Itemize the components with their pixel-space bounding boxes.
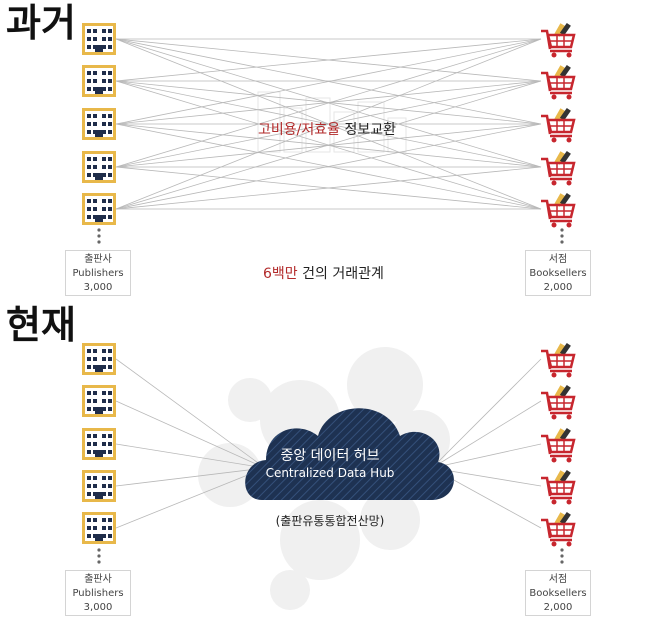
booksellers-label-en: Booksellers [529,268,587,279]
data-hub-cloud [245,408,454,500]
spoke-line [115,467,266,529]
publishers-box-past: 출판사 Publishers 3,000 [65,250,131,296]
spoke-line [431,358,542,469]
booksellers-box-present: 서점 Booksellers 2,000 [525,570,591,616]
publishers-label-ko: 출판사 [84,254,112,265]
spoke-line [115,358,266,469]
publishers-count: 3,000 [83,602,113,613]
past-heading: 과거 [6,1,76,45]
spoke-line [431,400,542,469]
booksellers-label-ko: 서점 [548,254,568,265]
booksellers-box-past: 서점 Booksellers 2,000 [525,250,591,296]
vertical-ellipsis-icon [97,548,101,564]
building-icon [82,343,116,375]
building-icon [82,65,116,97]
spoke-line [115,443,266,469]
vertical-ellipsis-icon [560,548,564,564]
connection-line [115,123,542,168]
connection-line [115,80,542,125]
connection-line [115,166,542,210]
shopping-cart-icon [541,64,576,100]
connection-line [115,38,542,125]
booksellers-column-past [541,22,576,244]
spoke-line [115,400,266,469]
exchange-rest: 정보교환 [344,122,396,138]
building-icon [82,470,116,502]
publishers-count: 3,000 [83,282,113,293]
spoke-line [115,467,266,487]
shopping-cart-icon [541,469,576,505]
connection-line [115,38,542,82]
shopping-cart-icon [541,150,576,186]
connection-line [115,38,542,168]
building-icon [82,512,116,544]
hub-title: 중앙 데이터 허브 [280,448,380,464]
connection-line [115,38,542,210]
publishers-column-present [82,343,116,564]
hub-caption: (출판유통통합전산망) [275,514,385,528]
shopping-cart-icon [541,384,576,420]
connection-line [115,80,542,210]
shopping-cart-icon [541,22,576,58]
exchange-highlight: 고비용/저효율 [258,122,340,138]
booksellers-count: 2,000 [543,602,573,613]
building-icon [82,23,116,55]
hub-subtitle: Centralized Data Hub [265,466,395,480]
publishers-label-en: Publishers [72,588,124,599]
building-icon [82,108,116,140]
publishers-label-en: Publishers [72,268,124,279]
booksellers-count: 2,000 [543,282,573,293]
connection-line [115,123,542,210]
shopping-cart-icon [541,427,576,463]
relations-rest: 건의 거래관계 [302,266,384,282]
shopping-cart-icon [541,342,576,378]
exchange-label: 고비용/저효율 정보교환 [258,119,396,139]
past-connection-mesh [115,38,542,210]
building-icon [82,193,116,225]
publishers-box-present: 출판사 Publishers 3,000 [65,570,131,616]
building-icon [82,385,116,417]
relations-highlight: 6백만 [263,266,298,282]
shopping-cart-icon [541,192,576,228]
vertical-ellipsis-icon [97,228,101,244]
relations-label: 6백만 건의 거래관계 [263,263,384,283]
booksellers-label-en: Booksellers [529,588,587,599]
spoke-line [431,443,542,469]
building-icon [82,428,116,460]
publishers-label-ko: 출판사 [84,574,112,585]
vertical-ellipsis-icon [560,228,564,244]
publishers-column-past [82,23,116,244]
present-heading: 현재 [6,303,76,347]
shopping-cart-icon [541,107,576,143]
building-icon [82,151,116,183]
booksellers-label-ko: 서점 [548,574,568,585]
shopping-cart-icon [541,511,576,547]
booksellers-column-present [541,342,576,564]
